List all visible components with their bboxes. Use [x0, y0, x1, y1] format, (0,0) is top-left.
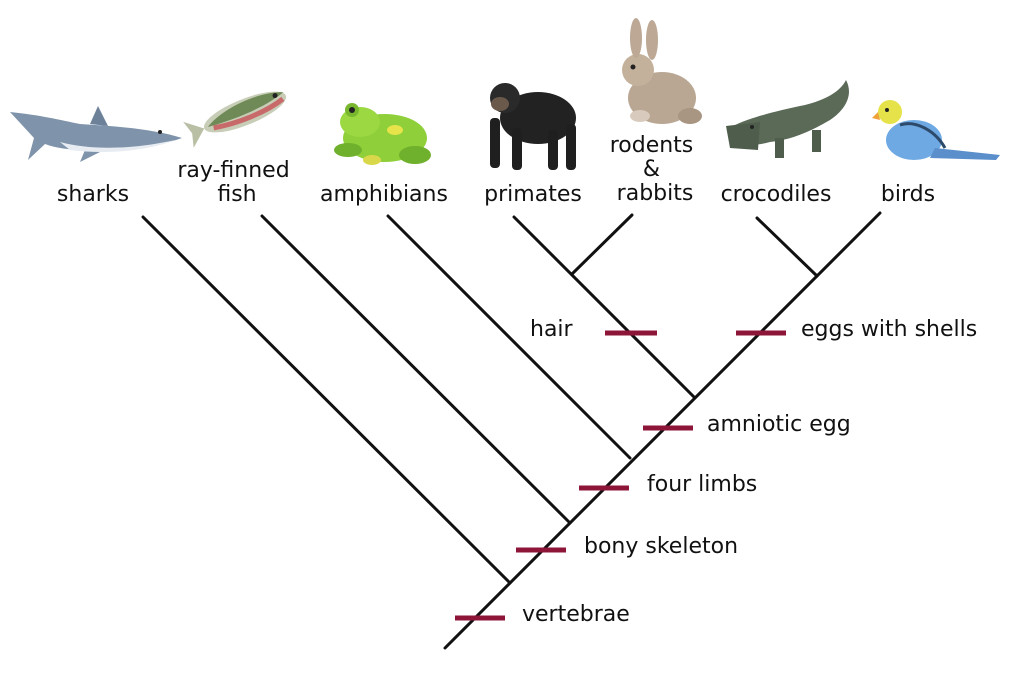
rabbit-icon — [622, 18, 702, 124]
taxon-label-primates: primates — [484, 182, 582, 207]
taxon-label-crocodiles: crocodiles — [721, 182, 832, 207]
branch-amphibians — [386, 214, 632, 460]
taxon-label-rodents-rabbits: rodents & rabbits — [610, 133, 701, 206]
branch-ray-finned-fish — [260, 214, 572, 525]
frog-icon — [334, 103, 431, 165]
trait-label-vertebrae: vertebrae — [522, 602, 630, 627]
chimpanzee-icon — [490, 83, 576, 170]
branch-mammals — [512, 215, 696, 399]
trait-label-bony-skeleton: bony skeleton — [584, 534, 738, 559]
taxon-label-birds: birds — [881, 182, 935, 207]
crocodile-icon — [726, 80, 849, 158]
branch-sharks — [141, 215, 512, 585]
branch-crocodiles — [755, 216, 819, 278]
trait-label-hair: hair — [530, 317, 574, 342]
trait-label-amniotic-egg: amniotic egg — [707, 412, 851, 437]
fish-icon — [183, 91, 287, 148]
shark-icon — [10, 106, 182, 162]
taxon-labels: sharks ray-finned fish amphibians primat… — [57, 133, 935, 207]
trait-label-eggs-with-shells: eggs with shells — [801, 317, 977, 342]
trait-markers — [455, 330, 786, 621]
trait-label-four-limbs: four limbs — [647, 472, 757, 497]
taxon-label-sharks: sharks — [57, 182, 129, 207]
bird-icon — [872, 100, 1000, 160]
taxon-label-ray-finned-fish: ray-finned fish — [177, 158, 296, 207]
taxon-label-amphibians: amphibians — [320, 182, 448, 207]
branch-rodents-rabbits — [570, 213, 634, 276]
trait-labels: vertebrae bony skeleton four limbs amnio… — [522, 317, 977, 627]
